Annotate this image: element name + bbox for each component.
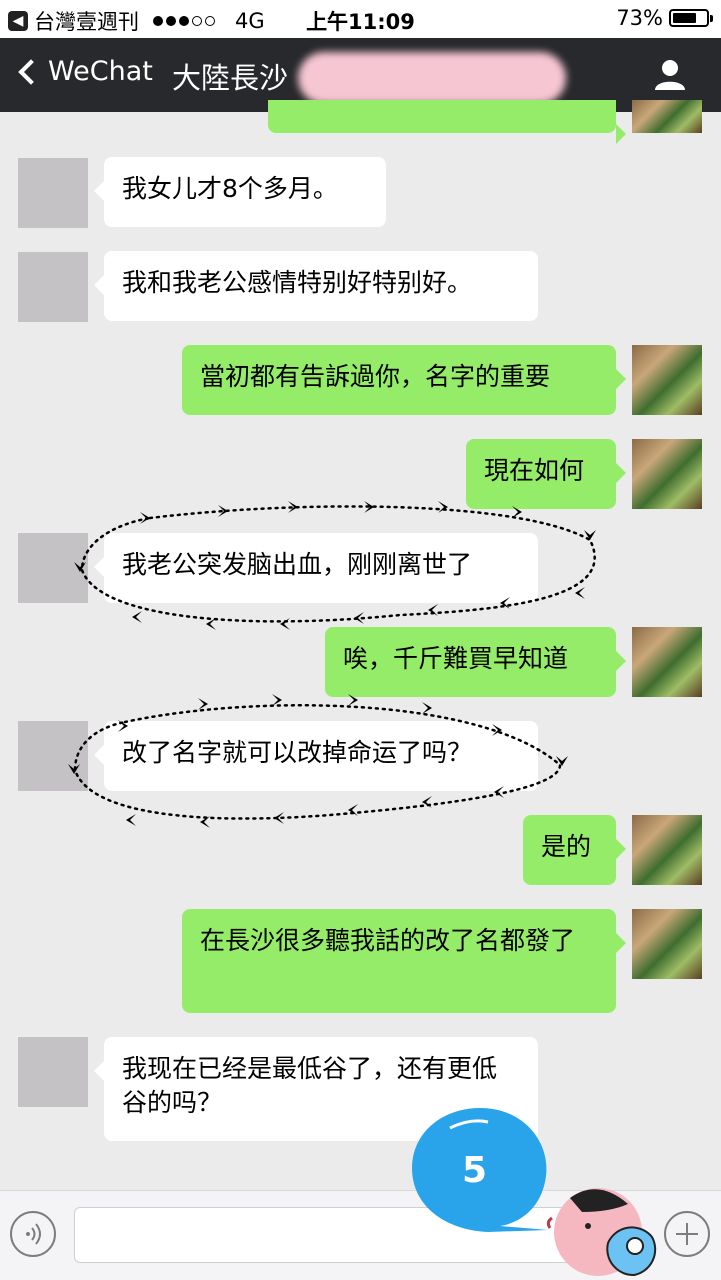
bird-icon: [438, 501, 448, 513]
bird-icon: [422, 796, 432, 808]
my-avatar[interactable]: [632, 100, 702, 133]
redaction-blur: [298, 52, 566, 104]
bird-icon: [200, 816, 210, 828]
bird-icon: [584, 530, 596, 540]
message-text: 在長沙很多聽我話的改了名都發了: [200, 926, 576, 955]
status-right: 73%: [616, 6, 713, 30]
message-bubble-partial: [268, 100, 626, 144]
bird-icon: [140, 512, 150, 524]
message-bubble[interactable]: 在長沙很多聽我話的改了名都發了: [182, 909, 626, 1013]
bird-icon: [218, 505, 228, 517]
contact-avatar[interactable]: [18, 252, 88, 322]
back-button[interactable]: WeChat: [18, 56, 153, 87]
status-time: 上午11:09: [306, 10, 415, 34]
status-bar: ◀ 台灣壹週刊 4G 上午11:09 73%: [0, 0, 721, 38]
bird-icon: [126, 814, 136, 826]
bird-icon: [428, 604, 438, 616]
bird-icon: [206, 618, 216, 630]
contact-avatar[interactable]: [18, 533, 88, 603]
my-avatar[interactable]: [632, 439, 702, 509]
bird-icon: [272, 694, 282, 706]
bird-icon: [288, 501, 298, 513]
message-bubble[interactable]: 唉，千斤難買早知道: [325, 627, 626, 697]
bird-icon: [354, 612, 364, 624]
battery-icon: [669, 9, 713, 27]
message-text: 當初都有告訴過你，名字的重要: [200, 362, 551, 391]
carrier-name: 台灣壹週刊: [34, 10, 139, 34]
bird-icon: [348, 804, 358, 816]
back-to-app-icon[interactable]: ◀: [8, 11, 28, 31]
bird-icon: [198, 698, 208, 710]
bird-icon: [280, 618, 290, 630]
network-type: 4G: [235, 9, 265, 33]
bird-icon: [422, 702, 432, 714]
message-bubble[interactable]: 改了名字就可以改掉命运了吗？: [94, 721, 538, 791]
message-text: 我现在已经是最低谷了，还有更低谷的吗？: [122, 1054, 498, 1117]
chat-header: WeChat 大陸長沙: [0, 38, 721, 112]
battery-level: [673, 13, 696, 23]
message-bubble[interactable]: 現在如何: [466, 439, 626, 509]
chevron-left-icon: [18, 58, 44, 85]
my-avatar[interactable]: [632, 627, 702, 697]
message-bubble[interactable]: 我老公突发脑出血，刚刚离世了: [94, 533, 538, 603]
bird-icon: [274, 812, 284, 824]
contact-avatar[interactable]: [18, 1037, 88, 1107]
chat-title: 大陸長沙: [172, 61, 289, 95]
speech-bubble-shape: [412, 1108, 548, 1232]
message-text: 我和我老公感情特别好特别好。: [122, 268, 473, 297]
message-input-bar: [0, 1190, 721, 1280]
bird-icon: [364, 501, 374, 513]
bird-icon: [575, 587, 585, 599]
more-options-button[interactable]: [664, 1211, 710, 1257]
message-bubble[interactable]: 我现在已经是最低谷了，还有更低谷的吗？: [94, 1037, 538, 1141]
message-text: 我女儿才8个多月。: [122, 174, 338, 203]
bird-icon: [132, 611, 142, 623]
message-text: 我老公突发脑出血，刚刚离世了: [122, 550, 473, 579]
contact-profile-icon[interactable]: [653, 58, 687, 90]
signal-strength-icon: [153, 16, 215, 26]
status-left: ◀ 台灣壹週刊 4G: [8, 6, 265, 36]
message-bubble[interactable]: 是的: [523, 815, 626, 885]
message-bubble[interactable]: 我女儿才8个多月。: [94, 157, 386, 227]
contact-avatar[interactable]: [18, 721, 88, 791]
bird-icon: [556, 756, 568, 766]
message-text: 現在如何: [484, 456, 585, 485]
my-avatar[interactable]: [632, 909, 702, 979]
sticker-number: 5: [462, 1150, 488, 1191]
voice-wave-icon: [26, 1223, 41, 1245]
voice-input-button[interactable]: [10, 1211, 56, 1257]
my-avatar[interactable]: [632, 345, 702, 415]
message-bubble[interactable]: 我和我老公感情特别好特别好。: [94, 251, 538, 321]
message-text: 改了名字就可以改掉命运了吗？: [122, 738, 473, 767]
message-bubble[interactable]: 當初都有告訴過你，名字的重要: [182, 345, 626, 415]
my-avatar[interactable]: [632, 815, 702, 885]
cartoon-sticker: [412, 1108, 657, 1277]
message-text: 是的: [541, 832, 592, 861]
back-label: WeChat: [48, 56, 153, 87]
message-text: 唉，千斤難買早知道: [343, 644, 569, 673]
contact-avatar[interactable]: [18, 158, 88, 228]
battery-percent: 73%: [616, 6, 663, 30]
